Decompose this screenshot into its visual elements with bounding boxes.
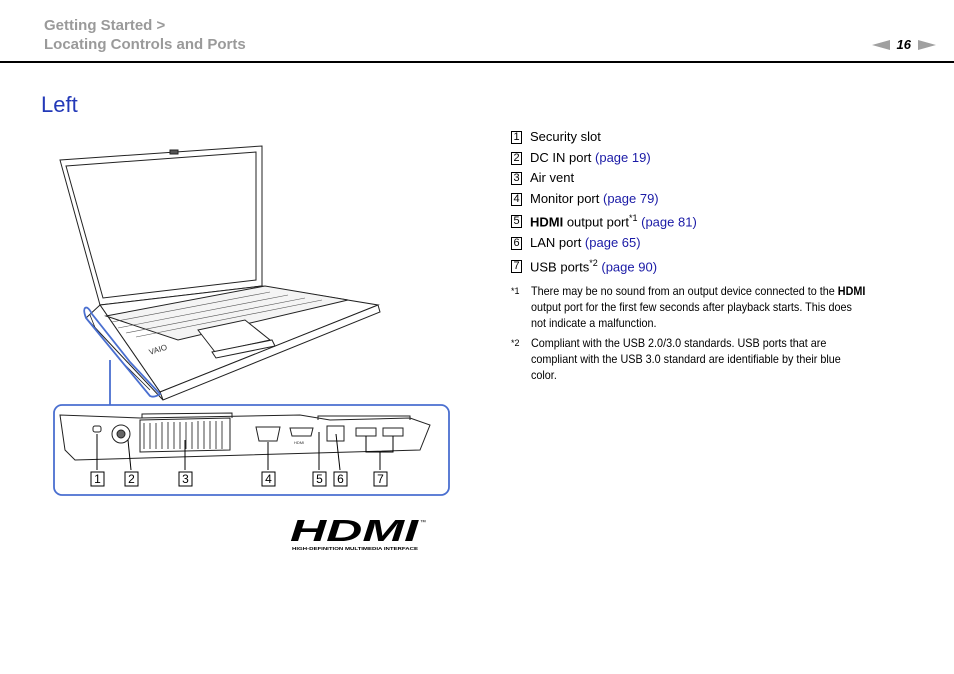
callout-numbers: 1 2 3 4 5 6 7 [90,471,388,487]
page-link[interactable]: (page 79) [602,190,659,206]
footnote-mark: *2 [511,337,520,348]
item-number: 7 [511,259,522,273]
page-number: 16 [896,37,911,52]
usb-port-1-icon [355,427,377,437]
usb-port-2-icon [382,427,404,437]
item-label: LAN port (page 65) [530,235,641,250]
zoom-indicator [83,306,162,408]
svg-text:4: 4 [265,472,272,486]
list-item: 4 Monitor port (page 79) [511,191,906,212]
item-label: Security slot [530,129,601,144]
item-number: 2 [511,151,522,165]
page-navigation: 16 [871,37,936,52]
item-label: USB ports*2 (page 90) [530,257,658,274]
callout-2: 2 [124,471,139,487]
lan-port-icon [326,425,345,442]
laptop-left-side-figure: VAIO HDMI [53,145,450,551]
item-label: HDMI output port*1 (page 81) [530,213,697,230]
callout-6: 6 [333,471,348,487]
section-title: Left [41,92,78,117]
item-number: 3 [511,172,522,185]
header-rule [0,61,954,63]
breadcrumb-parent[interactable]: Getting Started > [44,17,166,34]
svg-text:2: 2 [128,472,135,486]
page-link[interactable]: (page 65) [584,235,641,250]
breadcrumb: Getting Started > Locating Controls and … [44,16,246,54]
item-label: Monitor port (page 79) [530,190,659,206]
hdmi-port-icon [289,427,314,437]
item-label: Air vent [530,170,575,185]
svg-text:HDMI: HDMI [290,513,420,548]
list-item: 7 USB ports*2 (page 90) [511,256,906,280]
item-number: 1 [511,131,522,144]
security-slot-icon [92,425,102,433]
list-item: 1 Security slot [511,129,906,150]
footnote-2: *2 Compliant with the USB 2.0/3.0 standa… [511,335,906,383]
next-page-icon[interactable] [918,39,936,50]
hdmi-port-label: HDMI [294,440,304,445]
footnote-mark: *1 [511,285,520,296]
laptop-illustration: VAIO [59,145,381,401]
callout-3: 3 [178,471,193,487]
page-link[interactable]: (page 19) [595,149,651,165]
list-item: 5 HDMI output port*1 (page 81) [511,211,906,235]
footnote-text: Compliant with the USB 2.0/3.0 standards… [531,335,841,382]
footnote-1: *1 There may be no sound from an output … [511,283,906,331]
page-link[interactable]: (page 81) [637,214,697,230]
callout-5: 5 [312,471,327,487]
hdmi-logo: HDMI ™ HIGH-DEFINITION MULTIMEDIA INTERF… [290,513,426,551]
svg-text:7: 7 [377,472,384,486]
item-number: 6 [511,237,522,250]
svg-text:3: 3 [182,472,189,486]
svg-text:5: 5 [316,472,323,486]
page-link[interactable]: (page 90) [597,258,658,274]
list-item: 2 DC IN port (page 19) [511,150,906,171]
callout-1: 1 [90,471,105,487]
callout-7: 7 [373,471,388,487]
item-number: 4 [511,192,522,206]
callout-4: 4 [261,471,276,487]
breadcrumb-current: Locating Controls and Ports [44,36,246,53]
monitor-port-icon [255,426,281,442]
svg-text:6: 6 [337,472,344,486]
footnote-text: There may be no sound from an output dev… [531,283,866,330]
list-item: 3 Air vent [511,170,906,191]
port-list: 1 Security slot 2 DC IN port (page 19) 3… [511,129,906,383]
svg-text:™: ™ [420,519,426,526]
svg-text:HIGH-DEFINITION MULTIMEDIA INT: HIGH-DEFINITION MULTIMEDIA INTERFACE [292,546,418,551]
item-number: 5 [511,215,522,228]
air-vent-icon [139,417,231,453]
previous-page-icon[interactable] [871,39,890,50]
svg-text:1: 1 [94,472,101,486]
item-label: DC IN port (page 19) [530,149,651,165]
list-item: 6 LAN port (page 65) [511,235,906,256]
callout-leaders [96,432,394,471]
